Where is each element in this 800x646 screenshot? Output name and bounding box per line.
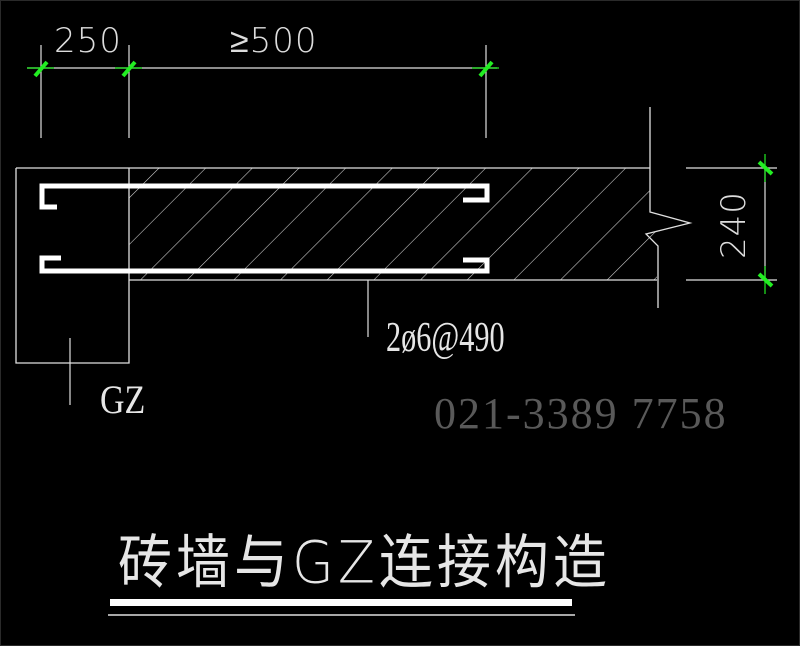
gz-column-outline: [15, 168, 130, 364]
gz-column-label: GZ: [100, 377, 146, 422]
top-dimension: [27, 45, 499, 138]
dimension-500-label: ≥500: [230, 21, 318, 61]
rebar-spec-label: 2ø6@490: [386, 315, 505, 361]
phone-watermark: 021-3389 7758: [434, 389, 728, 438]
right-dimension: [686, 154, 777, 294]
tie-rebars: [39, 183, 490, 274]
title-underline-thick: [110, 599, 572, 606]
dimension-250-label: 250: [54, 21, 122, 61]
dimension-240-label: 240: [713, 191, 754, 259]
drawing-title: 砖墙与GZ连接构造: [118, 528, 611, 597]
wall-outline: [16, 107, 693, 308]
brick-wall-hatch: [129, 168, 688, 280]
